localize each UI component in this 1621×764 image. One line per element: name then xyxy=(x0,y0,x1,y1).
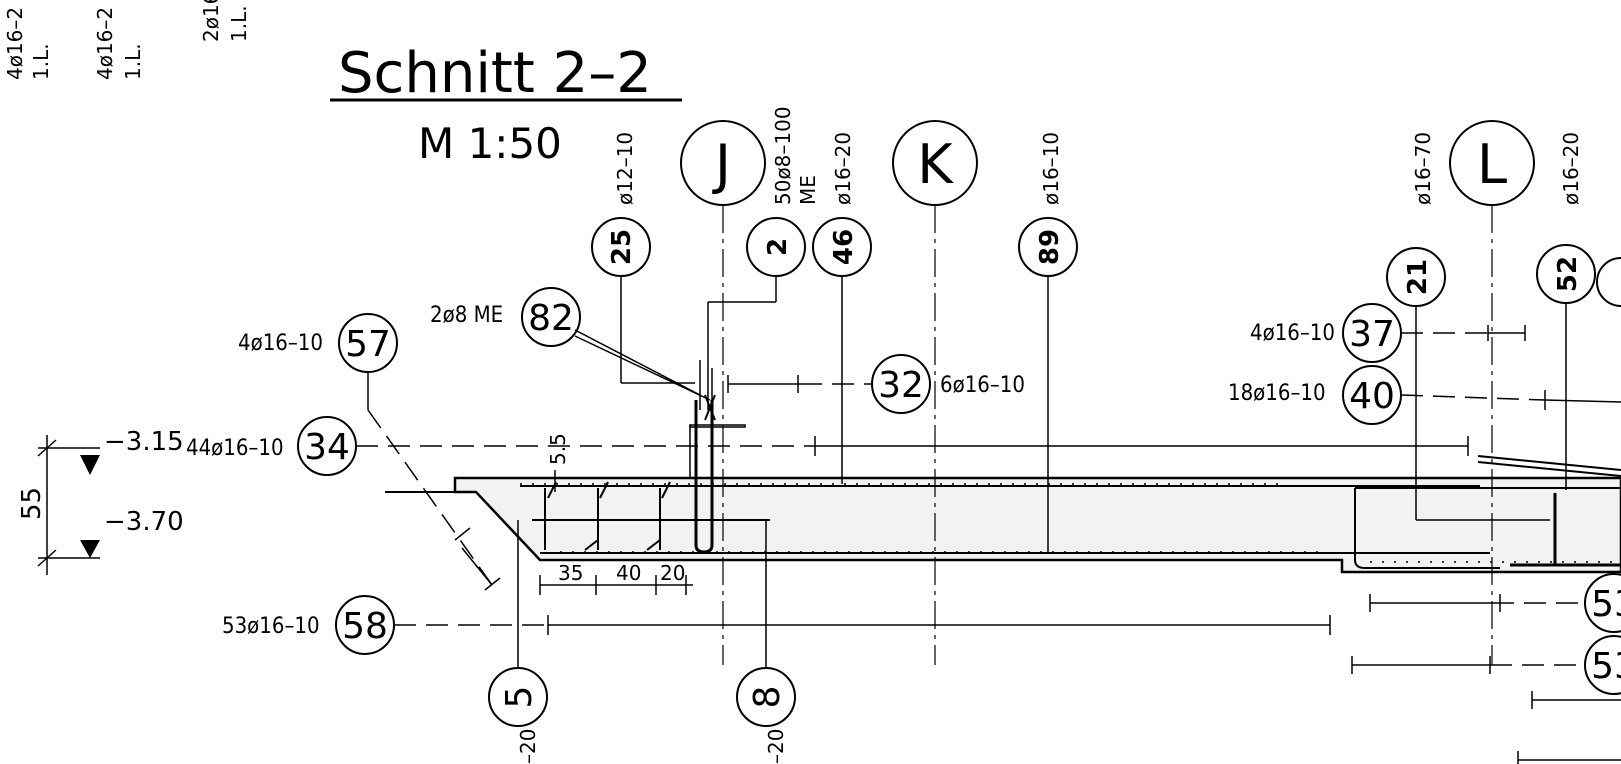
position-8: 8 –20 xyxy=(736,520,796,764)
dim-5-5: 5.5 xyxy=(546,433,570,465)
position-2: 2 50ø8–100 ME xyxy=(707,106,820,410)
right-edge-dimension-lines xyxy=(1517,691,1621,764)
svg-text:40: 40 xyxy=(1349,376,1395,417)
grid-axis-l: L xyxy=(1477,133,1507,196)
stirrup-spacing-dims: 35 40 20 5.5 xyxy=(539,433,693,595)
dim-35: 35 xyxy=(558,561,583,585)
level-top: −3.15 xyxy=(104,427,184,457)
svg-text:18ø16–10: 18ø16–10 xyxy=(1228,381,1326,406)
position-46: 46 ø16–20 xyxy=(812,132,872,484)
level-markers: −3.15 −3.70 55 xyxy=(17,427,184,575)
scale-label: M 1:50 xyxy=(418,119,562,168)
svg-text:–20: –20 xyxy=(764,729,788,764)
slab-section xyxy=(385,360,1621,574)
svg-text:32: 32 xyxy=(878,365,924,406)
corner-label-1b: 1.L. xyxy=(29,43,53,80)
svg-text:2ø8 ME: 2ø8 ME xyxy=(430,303,503,328)
svg-text:53ø16–10: 53ø16–10 xyxy=(222,614,320,639)
position-53-upper: 53 xyxy=(1369,573,1621,633)
position-58: 58 53ø16–10 xyxy=(222,595,1331,655)
corner-label-3: 2ø16 xyxy=(199,0,223,42)
svg-text:25: 25 xyxy=(607,229,637,265)
svg-text:34: 34 xyxy=(304,427,350,468)
svg-text:89: 89 xyxy=(1035,229,1065,265)
corner-label-1: 4ø16–2 xyxy=(3,7,27,80)
position-edge-bubble xyxy=(1596,257,1621,307)
svg-text:5: 5 xyxy=(499,686,540,709)
position-5: 5 –20 xyxy=(488,520,548,764)
corner-label-2: 4ø16–2 xyxy=(93,7,117,80)
svg-text:82: 82 xyxy=(528,298,574,339)
position-89: 89 ø16–10 xyxy=(1018,132,1078,553)
position-57: 57 4ø16–10 xyxy=(238,313,501,591)
position-25: 25 ø12–10 xyxy=(591,132,695,384)
svg-text:ø16–10: ø16–10 xyxy=(1039,132,1063,205)
svg-text:46: 46 xyxy=(829,229,859,265)
svg-text:–20: –20 xyxy=(516,729,540,764)
position-40: 40 18ø16–10 xyxy=(1228,365,1621,425)
svg-text:58: 58 xyxy=(342,606,388,647)
grid-axes: J K L xyxy=(680,120,1535,665)
svg-text:4ø16–10: 4ø16–10 xyxy=(238,331,323,356)
section-title: Schnitt 2–2 xyxy=(338,41,652,106)
svg-text:21: 21 xyxy=(1403,259,1433,295)
svg-text:6ø16–10: 6ø16–10 xyxy=(940,373,1025,398)
position-82: 82 2ø8 ME xyxy=(430,287,711,401)
corner-label-3b: 1.L. xyxy=(227,5,251,42)
corner-labels: 4ø16–2 1.L. 4ø16–2 1.L. 2ø16 1.L. xyxy=(3,0,251,80)
svg-text:53: 53 xyxy=(1591,584,1621,625)
svg-text:4ø16–10: 4ø16–10 xyxy=(1250,321,1335,346)
corner-label-2b: 1.L. xyxy=(121,43,145,80)
svg-text:ø16–20: ø16–20 xyxy=(831,132,855,205)
level-thickness: 55 xyxy=(17,487,47,520)
svg-text:37: 37 xyxy=(1349,314,1395,355)
dim-20: 20 xyxy=(660,561,685,585)
svg-text:53: 53 xyxy=(1591,646,1621,687)
position-21: 21 ø16–70 xyxy=(1386,132,1550,521)
svg-text:ø12–10: ø12–10 xyxy=(613,132,637,205)
grid-axis-k: K xyxy=(917,133,954,196)
svg-text:2: 2 xyxy=(763,238,793,256)
svg-text:44ø16–10: 44ø16–10 xyxy=(186,436,284,461)
svg-text:ø16–70: ø16–70 xyxy=(1411,132,1435,205)
position-53-lower: 53 xyxy=(1351,635,1621,695)
position-32: 32 6ø16–10 xyxy=(727,354,1025,414)
svg-text:ME: ME xyxy=(796,175,820,205)
position-52: 52 ø16–20 xyxy=(1536,132,1596,490)
svg-text:ø16–20: ø16–20 xyxy=(1559,132,1583,205)
svg-text:8: 8 xyxy=(747,686,788,709)
grid-axis-j: J xyxy=(712,133,731,196)
svg-text:52: 52 xyxy=(1553,256,1583,292)
svg-text:57: 57 xyxy=(345,324,391,365)
dim-40: 40 xyxy=(616,561,641,585)
position-37: 37 4ø16–10 xyxy=(1250,303,1526,363)
svg-text:50ø8–100: 50ø8–100 xyxy=(771,106,795,205)
position-34: 34 44ø16–10 xyxy=(186,416,1469,476)
level-bottom: −3.70 xyxy=(104,507,184,537)
